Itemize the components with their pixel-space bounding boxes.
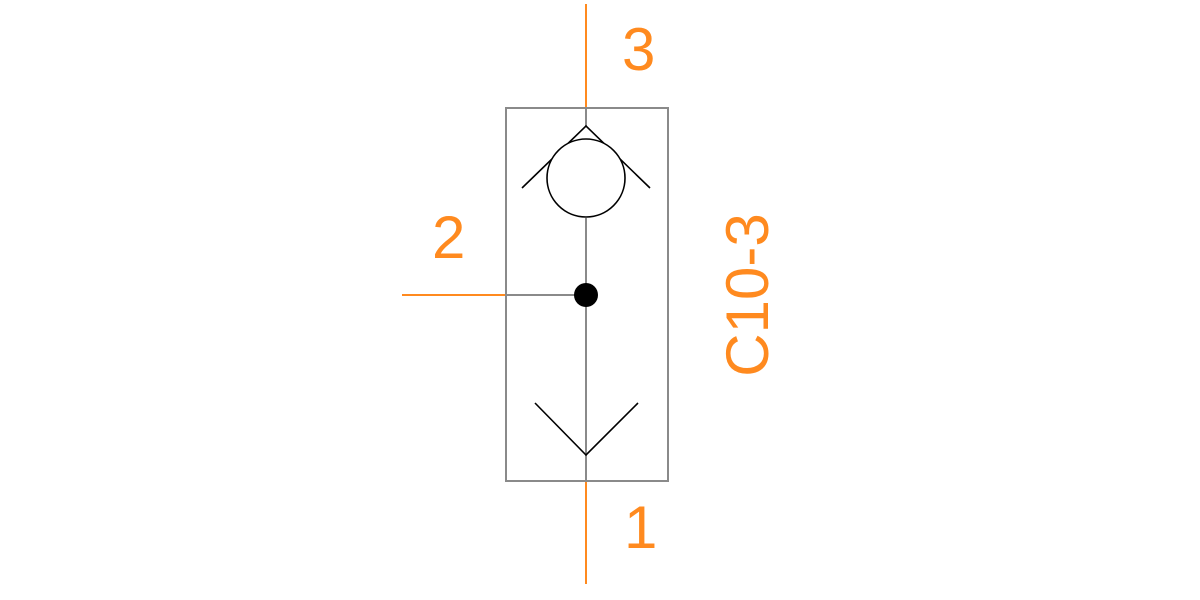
port-2-label: 2 bbox=[432, 204, 466, 271]
junction-dot bbox=[574, 283, 598, 307]
port-3-label: 3 bbox=[622, 16, 656, 83]
model-label: C10-3 bbox=[714, 213, 781, 377]
lower-seat-icon bbox=[534, 402, 639, 457]
check-valve-seat-icon bbox=[521, 124, 651, 189]
check-valve-ball-icon bbox=[546, 138, 626, 218]
port-1-label: 1 bbox=[624, 494, 658, 561]
